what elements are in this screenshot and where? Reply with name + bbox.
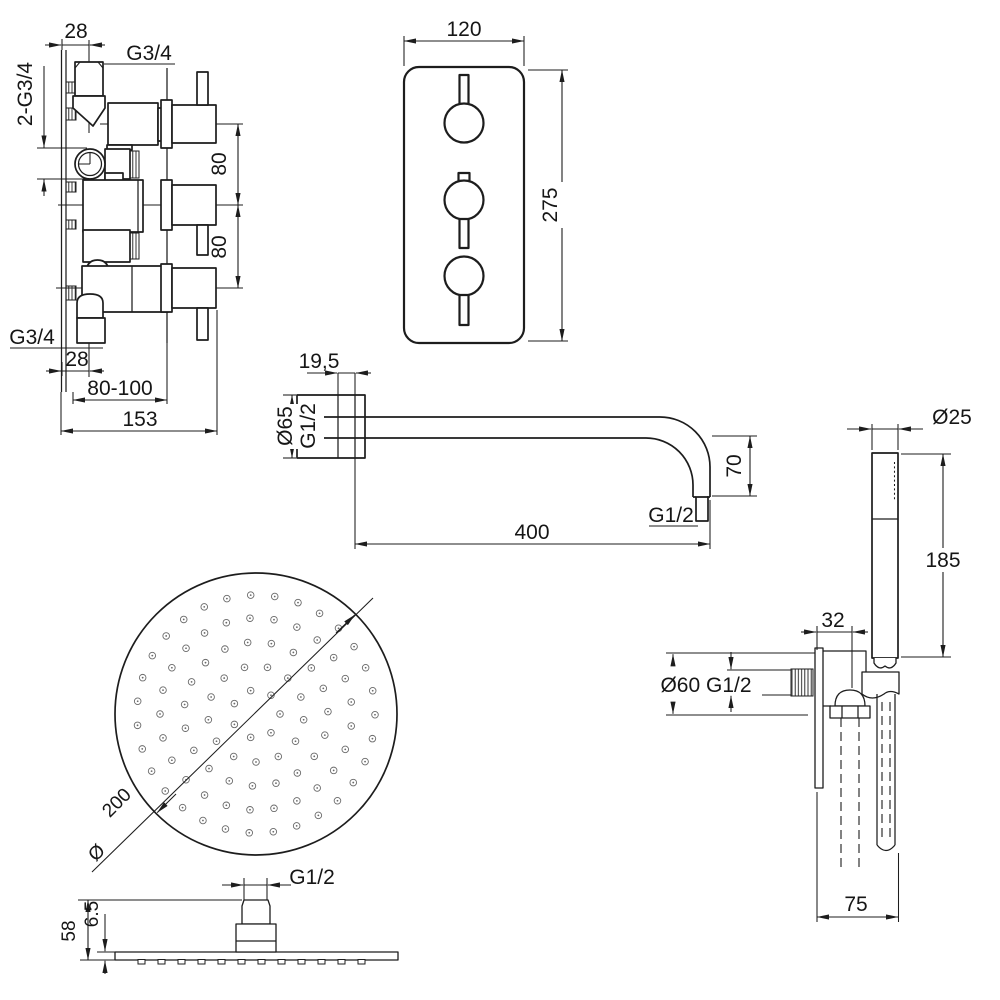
dim-plate-width: 120 (446, 18, 481, 41)
valve-body-low (82, 229, 131, 263)
diameter-line (91, 597, 374, 873)
head-outline (114, 572, 398, 856)
wand-taper (873, 658, 897, 669)
handset-holder (861, 671, 900, 699)
arm-outlet-nipple (695, 496, 709, 522)
arm-bend (659, 416, 711, 497)
knob-lever (458, 73, 470, 106)
side-port-mark (78, 153, 91, 165)
cone-bottom (876, 844, 896, 852)
dim-plate-height: 275 (539, 187, 562, 222)
trim-sleeve (171, 104, 217, 144)
bracket-wall-plate (814, 647, 824, 789)
dim-valve-pitch-lower: 80 (208, 235, 231, 258)
label-handset-outlet-spec: Ø60 G1/2 (660, 674, 751, 697)
dim-valve-offset-bottom: 28 (65, 348, 88, 371)
knurl (129, 232, 140, 260)
valve-trim-plate-view: 120 275 (402, 18, 568, 345)
knob-lever (458, 217, 470, 250)
label-arm-thread-outlet: G1/2 (648, 504, 694, 527)
port-chamfer (74, 61, 104, 69)
dim-arm-wall-offset: 19,5 (299, 350, 340, 373)
label-head-thread: G1/2 (289, 866, 335, 889)
dim-head-height: 58 (59, 920, 80, 941)
dim-handset-length: 185 (925, 549, 960, 572)
label-valve-threads-side: 2-G3/4 (14, 62, 37, 127)
bottom-port-dome (76, 293, 104, 319)
lever-stub (196, 307, 209, 341)
cartridge-body (81, 265, 169, 313)
shower-head-plan-view: 200 Ø (84, 572, 398, 873)
shower-head-side-view: G1/2 58 6.5 (59, 866, 399, 974)
label-valve-thread-top: G3/4 (126, 42, 172, 65)
knob (443, 179, 485, 221)
knurl (129, 150, 140, 179)
hand-shower-view: Ø25 185 32 Ø60 G1/2 75 (660, 406, 972, 922)
knob-lever (458, 293, 470, 327)
mounting-tab (65, 285, 77, 301)
mounting-tab (65, 107, 77, 121)
lever-stub (196, 224, 209, 256)
handset-wand (871, 452, 899, 659)
arm-bend (645, 437, 694, 497)
top-port (74, 61, 104, 97)
dim-handset-bracket-depth: 75 (844, 893, 867, 916)
dim-arm-length: 400 (514, 521, 549, 544)
trim-sleeve (171, 184, 217, 226)
trim-flange (160, 179, 173, 231)
head-disc (114, 951, 399, 961)
arm-escutcheon (296, 394, 366, 459)
label-arm-thread-wall: G1/2 (297, 403, 320, 449)
dim-head-edge-thickness: 6.5 (82, 901, 103, 927)
dim-head-diameter: 200 (98, 784, 135, 821)
knob (443, 102, 485, 144)
thread-nipple (790, 668, 814, 697)
knob (443, 255, 485, 297)
dim-arm-drop: 70 (723, 454, 746, 477)
cartridge-body (107, 102, 159, 146)
label-valve-thread-bottom: G3/4 (9, 326, 55, 349)
dim-valve-depth-total: 153 (122, 408, 157, 431)
dim-valve-depth-adjust: 80-100 (87, 377, 152, 400)
valve-body-mid (82, 179, 144, 233)
trim-sleeve (171, 267, 217, 309)
trim-flange (160, 99, 173, 149)
disc-nozzles (137, 959, 366, 965)
valve-side-view: 28 G3/4 2-G3/4 80 80 G3/4 28 80-100 (9, 20, 243, 435)
lever-stub (196, 71, 209, 106)
mounting-tab (65, 181, 77, 193)
dim-handset-outlet-offset: 32 (821, 609, 844, 632)
shower-arm-view: 19,5 Ø65 G1/2 70 G1/2 400 (274, 350, 757, 549)
top-port-funnel (72, 95, 106, 127)
dim-valve-pitch-upper: 80 (208, 152, 231, 175)
dim-arm-escutcheon: Ø65 (274, 406, 297, 446)
hose-elbow-dome (834, 689, 866, 707)
dim-head-diameter-symbol: Ø (84, 840, 109, 865)
dim-handset-diameter: Ø25 (932, 406, 972, 429)
hose-nut (829, 705, 871, 719)
mounting-tab (65, 219, 77, 230)
head-connector-upper (241, 899, 271, 925)
dim-valve-offset-top: 28 (64, 20, 87, 43)
head-connector-lower (235, 923, 277, 953)
bottom-port (76, 317, 106, 344)
trim-flange (160, 263, 173, 313)
